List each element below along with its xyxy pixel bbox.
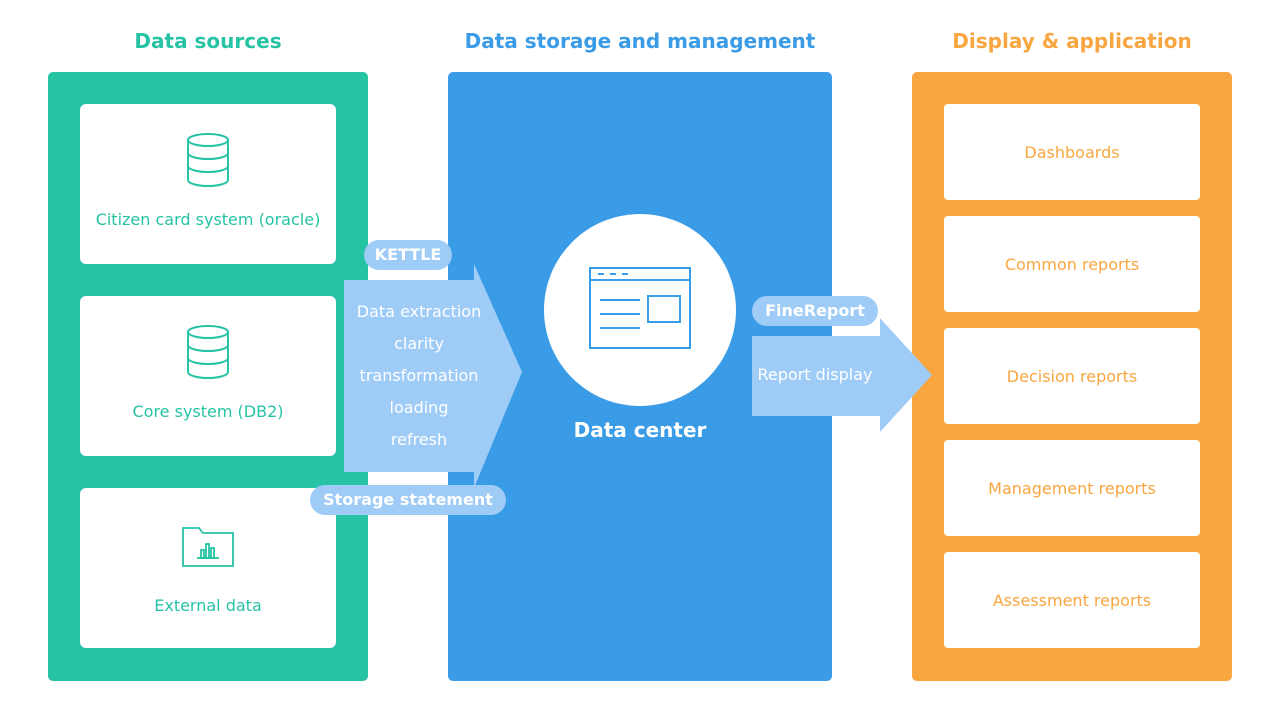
display-application-title: Display & application xyxy=(952,29,1192,53)
report-arrow xyxy=(752,318,932,432)
display-card-assessment-reports: Assessment reports xyxy=(944,552,1200,648)
kettle-badge: KETTLE xyxy=(364,240,452,270)
display-card-management-reports: Management reports xyxy=(944,440,1200,536)
database-icon xyxy=(80,322,336,382)
etl-step: refresh xyxy=(390,430,448,449)
display-card-dashboards: Dashboards xyxy=(944,104,1200,200)
etl-steps: Data extraction clarity transformation l… xyxy=(344,296,494,456)
etl-step: loading xyxy=(389,398,449,417)
folder-chart-icon xyxy=(80,516,336,576)
source-card-citizen: Citizen card system (oracle) xyxy=(80,104,336,264)
source-label-external: External data xyxy=(154,596,262,615)
etl-step: transformation xyxy=(359,366,479,385)
data-center-circle xyxy=(544,214,736,406)
finereport-badge: FineReport xyxy=(752,296,878,326)
etl-step: Data extraction xyxy=(356,302,482,321)
etl-step: clarity xyxy=(394,334,444,353)
data-center-label: Data center xyxy=(573,418,707,442)
source-card-external: External data xyxy=(80,488,336,648)
source-label-citizen: Citizen card system (oracle) xyxy=(95,210,321,229)
data-storage-title: Data storage and management xyxy=(464,29,816,53)
database-icon xyxy=(80,130,336,190)
display-card-common-reports: Common reports xyxy=(944,216,1200,312)
browser-window-icon xyxy=(588,266,692,354)
etl-arrow xyxy=(344,264,522,488)
data-sources-title: Data sources xyxy=(134,29,282,53)
display-card-decision-reports: Decision reports xyxy=(944,328,1200,424)
report-display-label: Report display xyxy=(757,365,873,384)
storage-statement-badge: Storage statement xyxy=(310,485,506,515)
source-label-core: Core system (DB2) xyxy=(132,402,284,421)
source-card-core: Core system (DB2) xyxy=(80,296,336,456)
